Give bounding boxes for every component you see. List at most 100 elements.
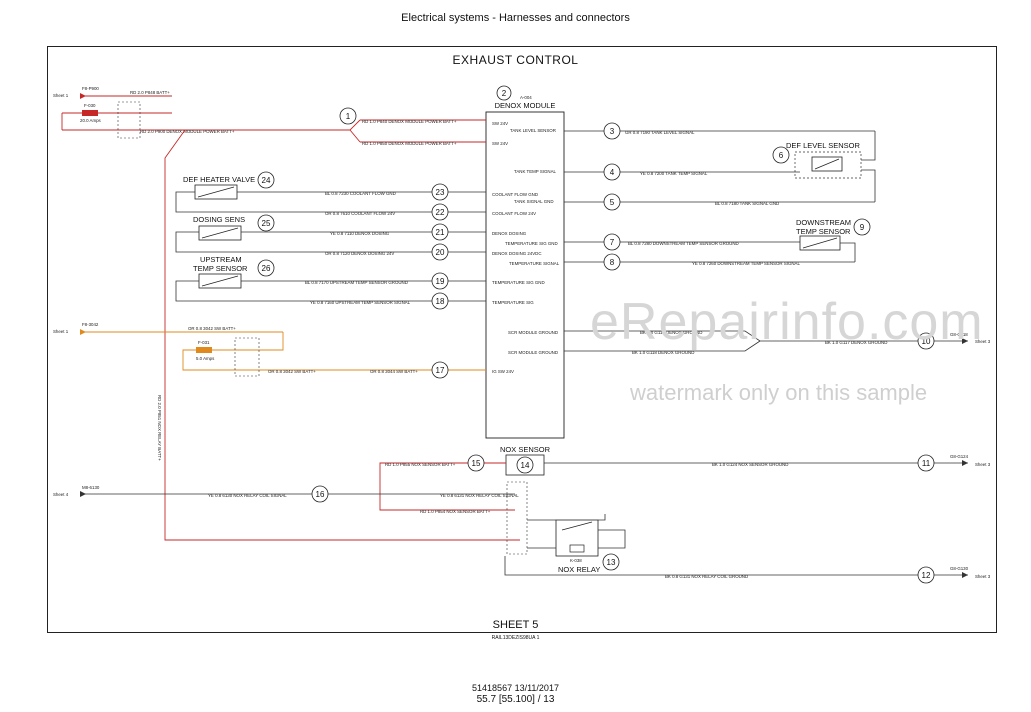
fuse-f031 bbox=[196, 347, 212, 353]
wire-7: BL 0.8 7280 DOWNSTREAM TEMP SENSOR GROUN… bbox=[628, 241, 739, 246]
pin-label: TEMPERATURE SIG GND bbox=[492, 280, 545, 285]
watermark-line2: watermark only on this sample bbox=[630, 380, 928, 405]
denox-module-label: DENOX MODULE bbox=[495, 101, 556, 110]
pin-label: DENOX DOSING 24VDC bbox=[492, 251, 542, 256]
wire-1b: RD 1.0 P850 DENOX MODULE POWER BATT+ bbox=[362, 141, 457, 146]
callout-20: 20 bbox=[436, 248, 445, 257]
diagram-frame bbox=[47, 46, 997, 633]
nox-relay-label: NOX RELAY bbox=[558, 565, 600, 574]
wire-21: YE 0.8 7110 DENOX DOSING bbox=[330, 231, 390, 236]
wire-sw: OR 0.8 3042 SW BATT+ bbox=[188, 326, 236, 331]
page-header: Electrical systems - Harnesses and conne… bbox=[401, 12, 630, 24]
sheet-label: SHEET 5 bbox=[492, 619, 539, 631]
callout-25: 25 bbox=[262, 219, 271, 228]
pin-label: TANK SIGNAL GND bbox=[514, 199, 554, 204]
relay-connector bbox=[506, 481, 528, 555]
sheetref-mid-left: Sheet 1 bbox=[53, 329, 69, 334]
callout-15: 15 bbox=[472, 459, 481, 468]
wire-nox2: RD 1.0 P854 NOX SENSOR BATT+ bbox=[420, 509, 491, 514]
wire-scr2: BK 1.0 G118 DENOX GROUND bbox=[632, 350, 694, 355]
watermark-line1: eRepairinfo.com bbox=[590, 293, 984, 351]
callout-3: 3 bbox=[610, 127, 615, 136]
sheetref-12-code: G8-G130 bbox=[950, 566, 969, 571]
pin-label: COOLANT FLOW GND bbox=[492, 192, 538, 197]
wire-1a: RD 1.0 P840 DENOX MODULE POWER BATT+ bbox=[362, 119, 457, 124]
def-level-sensor-label: DEF LEVEL SENSOR bbox=[786, 141, 860, 150]
callout-16: 16 bbox=[316, 490, 325, 499]
wire-18: YE 0.8 7160 UPSTREAM TEMP SENSOR SIGNAL bbox=[310, 300, 411, 305]
sheetref-11: Sheet 3 bbox=[975, 462, 991, 467]
footer-page: 55.7 [55.100] / 13 bbox=[476, 694, 555, 705]
downstream-label-2: TEMP SENSOR bbox=[796, 227, 851, 236]
callout-23: 23 bbox=[436, 188, 445, 197]
pin-label: TANK LEVEL SENSOR bbox=[510, 128, 556, 133]
fuse-f031-rating: 5.0 Amps bbox=[196, 356, 215, 361]
fuse-f030 bbox=[82, 110, 98, 116]
pin-label: TANK TEMP SIGNAL bbox=[514, 169, 557, 174]
pin-label: TEMPERATURE SIG bbox=[492, 300, 534, 305]
sheet-code-num: 1 bbox=[536, 635, 540, 641]
callout-7: 7 bbox=[610, 238, 615, 247]
sheetref-10-code: G8-G118 bbox=[950, 332, 968, 337]
wire-12: BK 0.8 G131 NOX RELAY COIL GROUND bbox=[665, 574, 748, 579]
diagram-title: EXHAUST CONTROL bbox=[452, 53, 579, 67]
callout-9: 9 bbox=[860, 223, 865, 232]
callout-22: 22 bbox=[436, 208, 445, 217]
wire-11: BK 1.0 G124 NOX SENSOR GROUND bbox=[712, 462, 788, 467]
wire-sw-2: OR 0.8 3042 SW BATT+ bbox=[268, 369, 316, 374]
upstream-label-1: UPSTREAM bbox=[200, 255, 242, 264]
wire-batt: RD 2.0 P848 BATT+ bbox=[130, 90, 170, 95]
callout-12: 12 bbox=[922, 571, 931, 580]
pin-label: SCR MODULE GROUND bbox=[508, 330, 558, 335]
callout-11: 11 bbox=[922, 459, 931, 468]
wire-19: BL 0.8 7170 UPSTREAM TEMP SENSOR GROUND bbox=[305, 280, 408, 285]
wire-10: BK 1.0 G117 DENOX GROUND bbox=[825, 340, 887, 345]
wire-20: OR 0.8 7120 DENOX DOSING 24V bbox=[325, 251, 394, 256]
callout-21: 21 bbox=[436, 228, 445, 237]
callout-4: 4 bbox=[610, 168, 615, 177]
sheetref-mid-left-code: F8-3042 bbox=[82, 322, 99, 327]
fuse-f030-rating: 20.0 Amps bbox=[80, 118, 102, 123]
pin-label: DENOX DOSING bbox=[492, 231, 527, 236]
callout-2 bbox=[496, 85, 512, 101]
dosing-sens-label: DOSING SENS bbox=[193, 215, 245, 224]
callout-14: 14 bbox=[521, 461, 530, 470]
callout-1-text: 1 bbox=[346, 112, 351, 121]
footer-docid: 51418567 13/11/2017 bbox=[472, 683, 559, 693]
sheetref-10: Sheet 3 bbox=[975, 339, 991, 344]
callout-1 bbox=[339, 107, 357, 125]
pin-label: SW 24V bbox=[492, 121, 508, 126]
callout-6: 6 bbox=[779, 151, 784, 160]
sheet-code-row: RAIL13DEZIS98UA 1 bbox=[0, 635, 1031, 641]
callout-8: 8 bbox=[610, 258, 615, 267]
nox-sensor-label: NOX SENSOR bbox=[500, 445, 551, 454]
pin-label: TEMPERATURE SIGNAL bbox=[509, 261, 560, 266]
callout-13: 13 bbox=[607, 558, 616, 567]
fuse-f031-label: F-031 bbox=[198, 340, 210, 345]
denox-module-code: A-004 bbox=[520, 95, 532, 100]
sheet-code: RAIL13DEZIS98UA bbox=[491, 635, 536, 641]
fuse-f030-label: F-030 bbox=[84, 103, 96, 108]
wire-scr1: BK 1.0 G117 DENOX GROUND bbox=[640, 330, 702, 335]
callout-10: 10 bbox=[922, 337, 931, 346]
wire-top: RD 2.0 P900 DENOX MODULE POWER BATT+ bbox=[140, 129, 235, 134]
wire-16: YE 0.8 6130 NOX RELAY COIL SIGNAL bbox=[208, 493, 287, 498]
connector-x146 bbox=[117, 101, 141, 139]
denox-module-box bbox=[485, 111, 565, 439]
downstream-label-1: DOWNSTREAM bbox=[796, 218, 851, 227]
nox-relay-code: K-038 bbox=[570, 558, 582, 563]
wire-15: RD 1.0 P855 NOX SENSOR BATT+ bbox=[385, 462, 456, 467]
pin-label: SW 24V bbox=[492, 141, 508, 146]
sheetref-top-left: Sheet 1 bbox=[53, 93, 69, 98]
wire-17: OR 0.8 3044 SW BATT+ bbox=[370, 369, 418, 374]
sheetref-top-left-code: F8-P900 bbox=[82, 86, 99, 91]
sheetref-nox-left: Sheet 4 bbox=[53, 492, 69, 497]
callout-17: 17 bbox=[436, 366, 445, 375]
wire-5: BL 0.8 7180 TANK SIGNAL GND bbox=[715, 201, 779, 206]
wire-22: OR 0.8 7610 COOLANT FLOW 24V bbox=[325, 211, 395, 216]
sheetref-11-code: G8-G124 bbox=[950, 454, 969, 459]
wire-vertical: RD 2.0 P851 NOX RELAY BATT+ bbox=[157, 395, 162, 461]
sheetref-nox-left-code: M8-6130 bbox=[82, 485, 100, 490]
callout-18: 18 bbox=[436, 297, 445, 306]
